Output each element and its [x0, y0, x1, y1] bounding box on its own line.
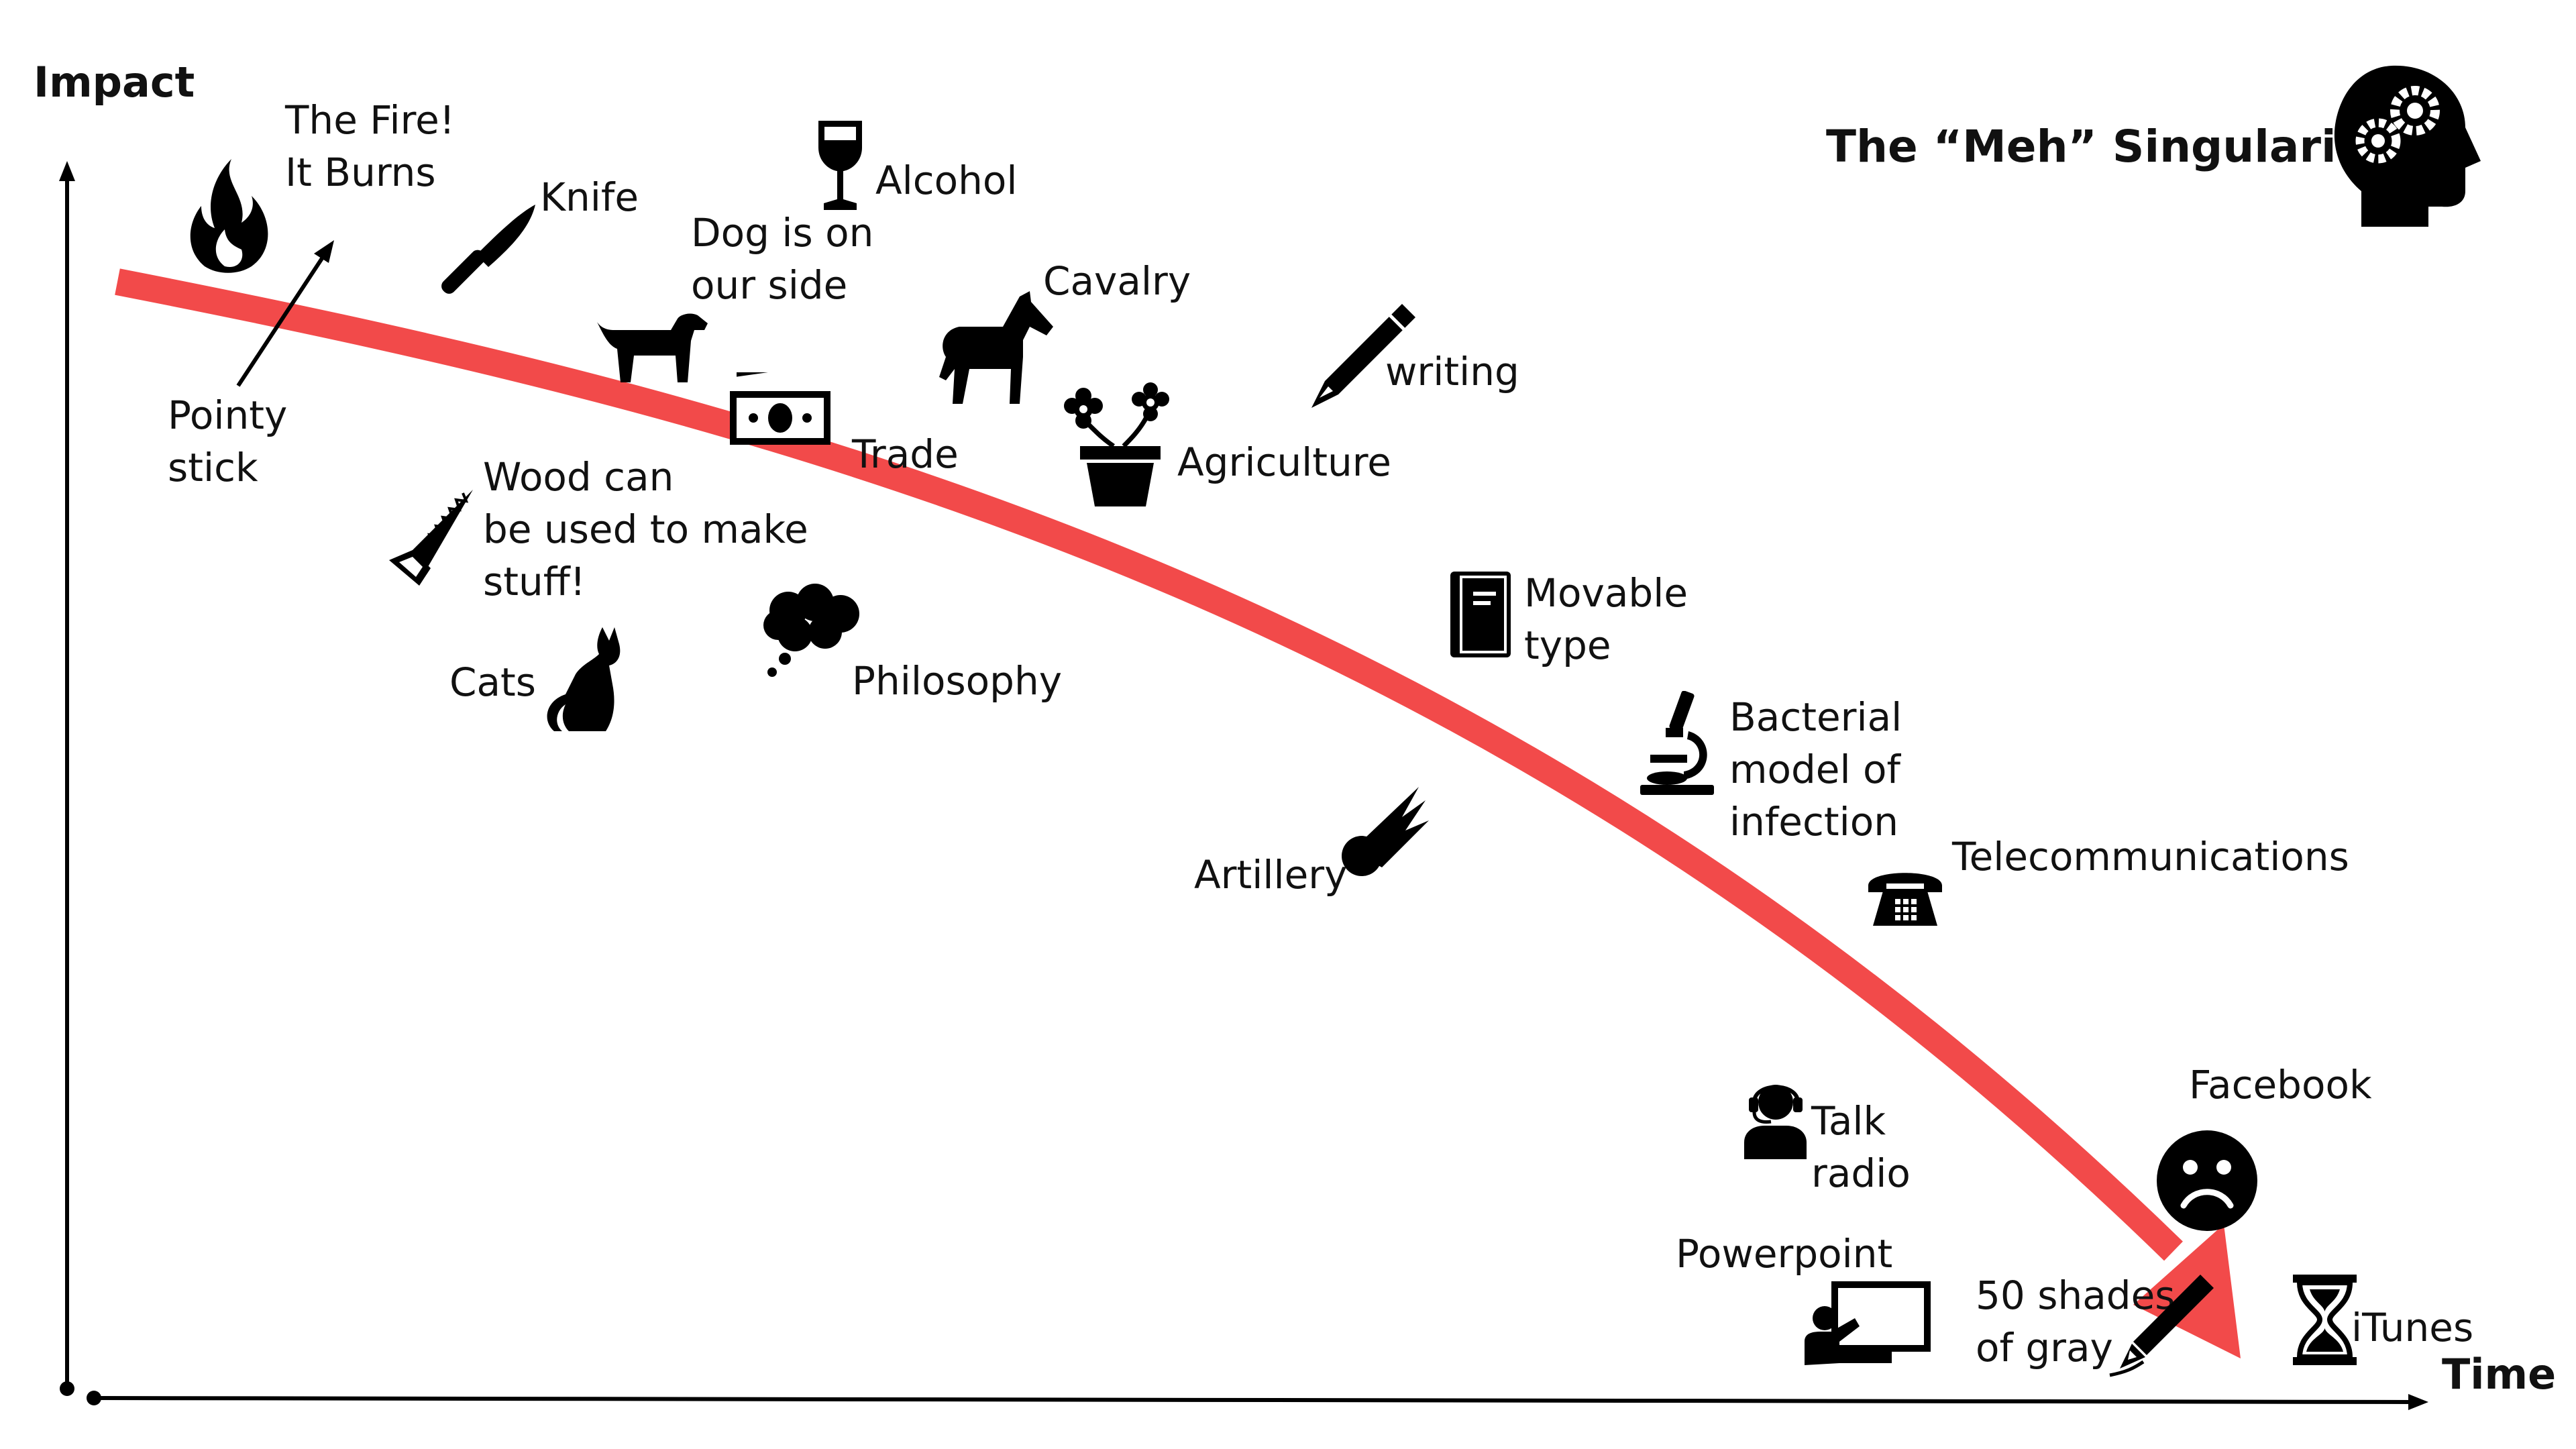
pen-icon [2109, 1275, 2214, 1377]
hourglass-icon [2293, 1275, 2357, 1365]
pencil-icon [1311, 304, 1415, 408]
event-label-cavalry: Cavalry [1043, 258, 1191, 304]
saw-icon [389, 490, 473, 586]
head-gears-icon [2334, 65, 2481, 227]
event-label-alcohol: Alcohol [875, 158, 1018, 203]
event-label-facebook: Facebook [2189, 1062, 2372, 1108]
event-label-powerpoint: Powerpoint [1676, 1231, 1893, 1277]
x-axis-origin-dot [87, 1391, 101, 1405]
knife-icon [441, 205, 535, 294]
wine-glass-icon [818, 121, 862, 210]
book-icon [1450, 572, 1511, 657]
telephone-icon [1868, 873, 1942, 926]
money-icon [730, 372, 830, 445]
event-label-telecom: Telecommunications [1952, 834, 2349, 879]
event-label-trade: Trade [852, 431, 959, 477]
event-label-writing: writing [1385, 349, 1519, 394]
microscope-icon [1640, 691, 1714, 795]
horse-icon [939, 291, 1053, 404]
headset-person-icon [1744, 1085, 1807, 1159]
x-axis-label: Time [2442, 1350, 2557, 1399]
presentation-icon [1805, 1281, 1931, 1365]
comet-icon [1342, 787, 1429, 876]
event-label-cats: Cats [449, 659, 536, 705]
event-label-itunes: iTunes [2351, 1305, 2474, 1350]
event-label-artillery: Artillery [1194, 852, 1348, 898]
flower-pot-icon [1064, 382, 1169, 506]
y-axis-origin-dot [60, 1381, 74, 1396]
thought-cloud-icon [763, 584, 859, 677]
fire-icon [190, 159, 268, 273]
event-label-philosophy: Philosophy [852, 658, 1063, 704]
x-axis-arrowhead [2408, 1394, 2428, 1410]
cat-icon [547, 627, 621, 731]
arrow-icon [236, 240, 334, 387]
diagram-title: The “Meh” Singularity [1826, 121, 2387, 172]
trend-curve [115, 268, 2183, 1261]
sad-face-icon [2157, 1130, 2257, 1231]
dog-icon [597, 313, 708, 382]
event-label-knife: Knife [540, 174, 639, 220]
x-axis [93, 1396, 2416, 1404]
event-label-fire: The Fire!It Burns [285, 97, 455, 195]
event-label-agriculture: Agriculture [1177, 439, 1391, 485]
y-axis-label: Impact [34, 58, 195, 107]
y-axis-arrowhead [59, 161, 75, 181]
